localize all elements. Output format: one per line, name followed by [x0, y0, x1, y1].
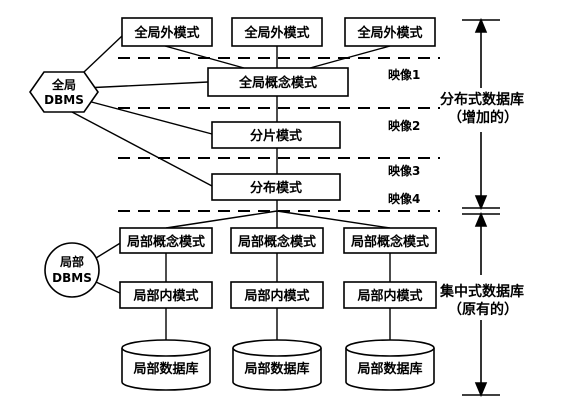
connector-alloc-right — [276, 210, 391, 229]
connector-gdbms-fragment — [83, 99, 213, 135]
connector-ldbms-concept — [95, 241, 123, 259]
local-internal-schema-1: 局部内模式 — [119, 281, 213, 309]
bottom-connectors — [95, 210, 391, 342]
centralized-db-label-line2: （原有的） — [448, 301, 518, 318]
global-external-schema-1-label: 全局外模式 — [133, 25, 199, 41]
top-connectors — [71, 35, 391, 211]
connector-alloc-left — [165, 210, 278, 229]
local-dbms-line1: 局部 — [60, 254, 84, 269]
allocation-schema: 分布模式 — [211, 173, 341, 201]
local-internal-schema-2: 局部内模式 — [230, 281, 324, 309]
local-conceptual-schema-3-label: 局部概念模式 — [351, 234, 429, 250]
global-dbms-line1: 全局 — [51, 77, 76, 92]
connector-gdbms-concept — [83, 81, 209, 89]
mapping-4-label: 映像4 — [388, 191, 420, 206]
mapping-2-label: 映像2 — [388, 118, 420, 133]
connector-gdbms-allocation — [71, 111, 213, 187]
global-dbms-node: 全局 DBMS — [29, 71, 99, 113]
mapping-3-label: 映像3 — [388, 163, 420, 178]
global-external-schema-1: 全局外模式 — [121, 17, 213, 47]
local-internal-schema-3-label: 局部内模式 — [357, 288, 422, 304]
local-database-1-label: 局部数据库 — [133, 361, 198, 377]
centralized-db-bracket — [462, 211, 500, 398]
local-internal-schema-1-label: 局部内模式 — [133, 288, 198, 304]
connector-ext3-concept — [309, 45, 391, 69]
local-conceptual-schema-1: 局部概念模式 — [119, 227, 213, 254]
fragment-schema: 分片模式 — [211, 121, 341, 149]
local-dbms-line2: DBMS — [52, 271, 92, 285]
local-database-3-label: 局部数据库 — [357, 361, 422, 377]
fragment-schema-label: 分片模式 — [250, 128, 302, 144]
global-external-schema-2: 全局外模式 — [231, 17, 323, 47]
local-internal-schema-3: 局部内模式 — [343, 281, 437, 309]
global-external-schema-3: 全局外模式 — [344, 17, 436, 47]
distributed-db-label-line2: （增加的） — [448, 109, 518, 126]
global-external-schema-3-label: 全局外模式 — [356, 25, 422, 41]
global-conceptual-schema-label: 全局概念模式 — [238, 75, 317, 91]
mapping-1-label: 映像1 — [388, 67, 420, 82]
distributed-db-bracket — [462, 17, 500, 211]
local-database-2: 局部数据库 — [232, 339, 322, 391]
global-conceptual-schema: 全局概念模式 — [207, 67, 349, 97]
connector-ldbms-internal — [95, 281, 123, 295]
distributed-db-label-line1: 分布式数据库 — [440, 91, 524, 108]
global-dbms-line2: DBMS — [44, 93, 84, 107]
local-database-3: 局部数据库 — [345, 339, 435, 391]
local-conceptual-schema-3: 局部概念模式 — [343, 227, 437, 254]
local-conceptual-schema-2-label: 局部概念模式 — [238, 234, 316, 250]
centralized-db-label-line1: 集中式数据库 — [439, 283, 524, 300]
allocation-schema-label: 分布模式 — [250, 180, 302, 196]
local-dbms-node: 局部 DBMS — [44, 242, 100, 298]
local-database-1: 局部数据库 — [121, 339, 211, 391]
local-conceptual-schema-1-label: 局部概念模式 — [127, 234, 205, 250]
connector-gdbms-ext1 — [83, 35, 123, 73]
local-database-2-label: 局部数据库 — [244, 361, 309, 377]
local-conceptual-schema-2: 局部概念模式 — [230, 227, 324, 254]
global-external-schema-2-label: 全局外模式 — [243, 25, 309, 41]
local-internal-schema-2-label: 局部内模式 — [244, 288, 309, 304]
mapping-labels: 映像1 映像2 映像3 映像4 — [388, 67, 420, 206]
connector-ext1-concept — [164, 45, 245, 69]
